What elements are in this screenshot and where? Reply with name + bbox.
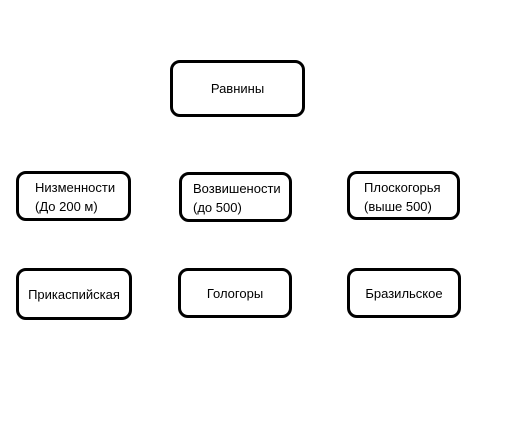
- category-node-title: Низменности: [35, 180, 116, 195]
- category-node-uplands: Возвишености (до 500): [179, 172, 292, 222]
- example-node-label: Гологоры: [206, 285, 264, 301]
- example-node-caspian: Прикаспийская: [16, 268, 132, 320]
- category-node-title: Плоскогорья: [364, 180, 441, 195]
- example-node-label: Прикаспийская: [28, 286, 120, 302]
- category-node-range: (До 200 м): [35, 199, 98, 214]
- root-node-plains: Равнины: [170, 60, 305, 117]
- example-node-label: Бразильское: [365, 285, 443, 301]
- category-node-title: Возвишености: [193, 181, 281, 196]
- example-node-brazilian: Бразильское: [347, 268, 461, 318]
- root-node-label: Равнины: [210, 81, 265, 96]
- category-node-range: (выше 500): [364, 199, 432, 214]
- example-node-gologory: Гологоры: [178, 268, 292, 318]
- category-node-lowlands: Низменности (До 200 м): [16, 171, 131, 221]
- category-node-plateaus: Плоскогорья (выше 500): [347, 171, 460, 220]
- category-node-range: (до 500): [193, 200, 242, 215]
